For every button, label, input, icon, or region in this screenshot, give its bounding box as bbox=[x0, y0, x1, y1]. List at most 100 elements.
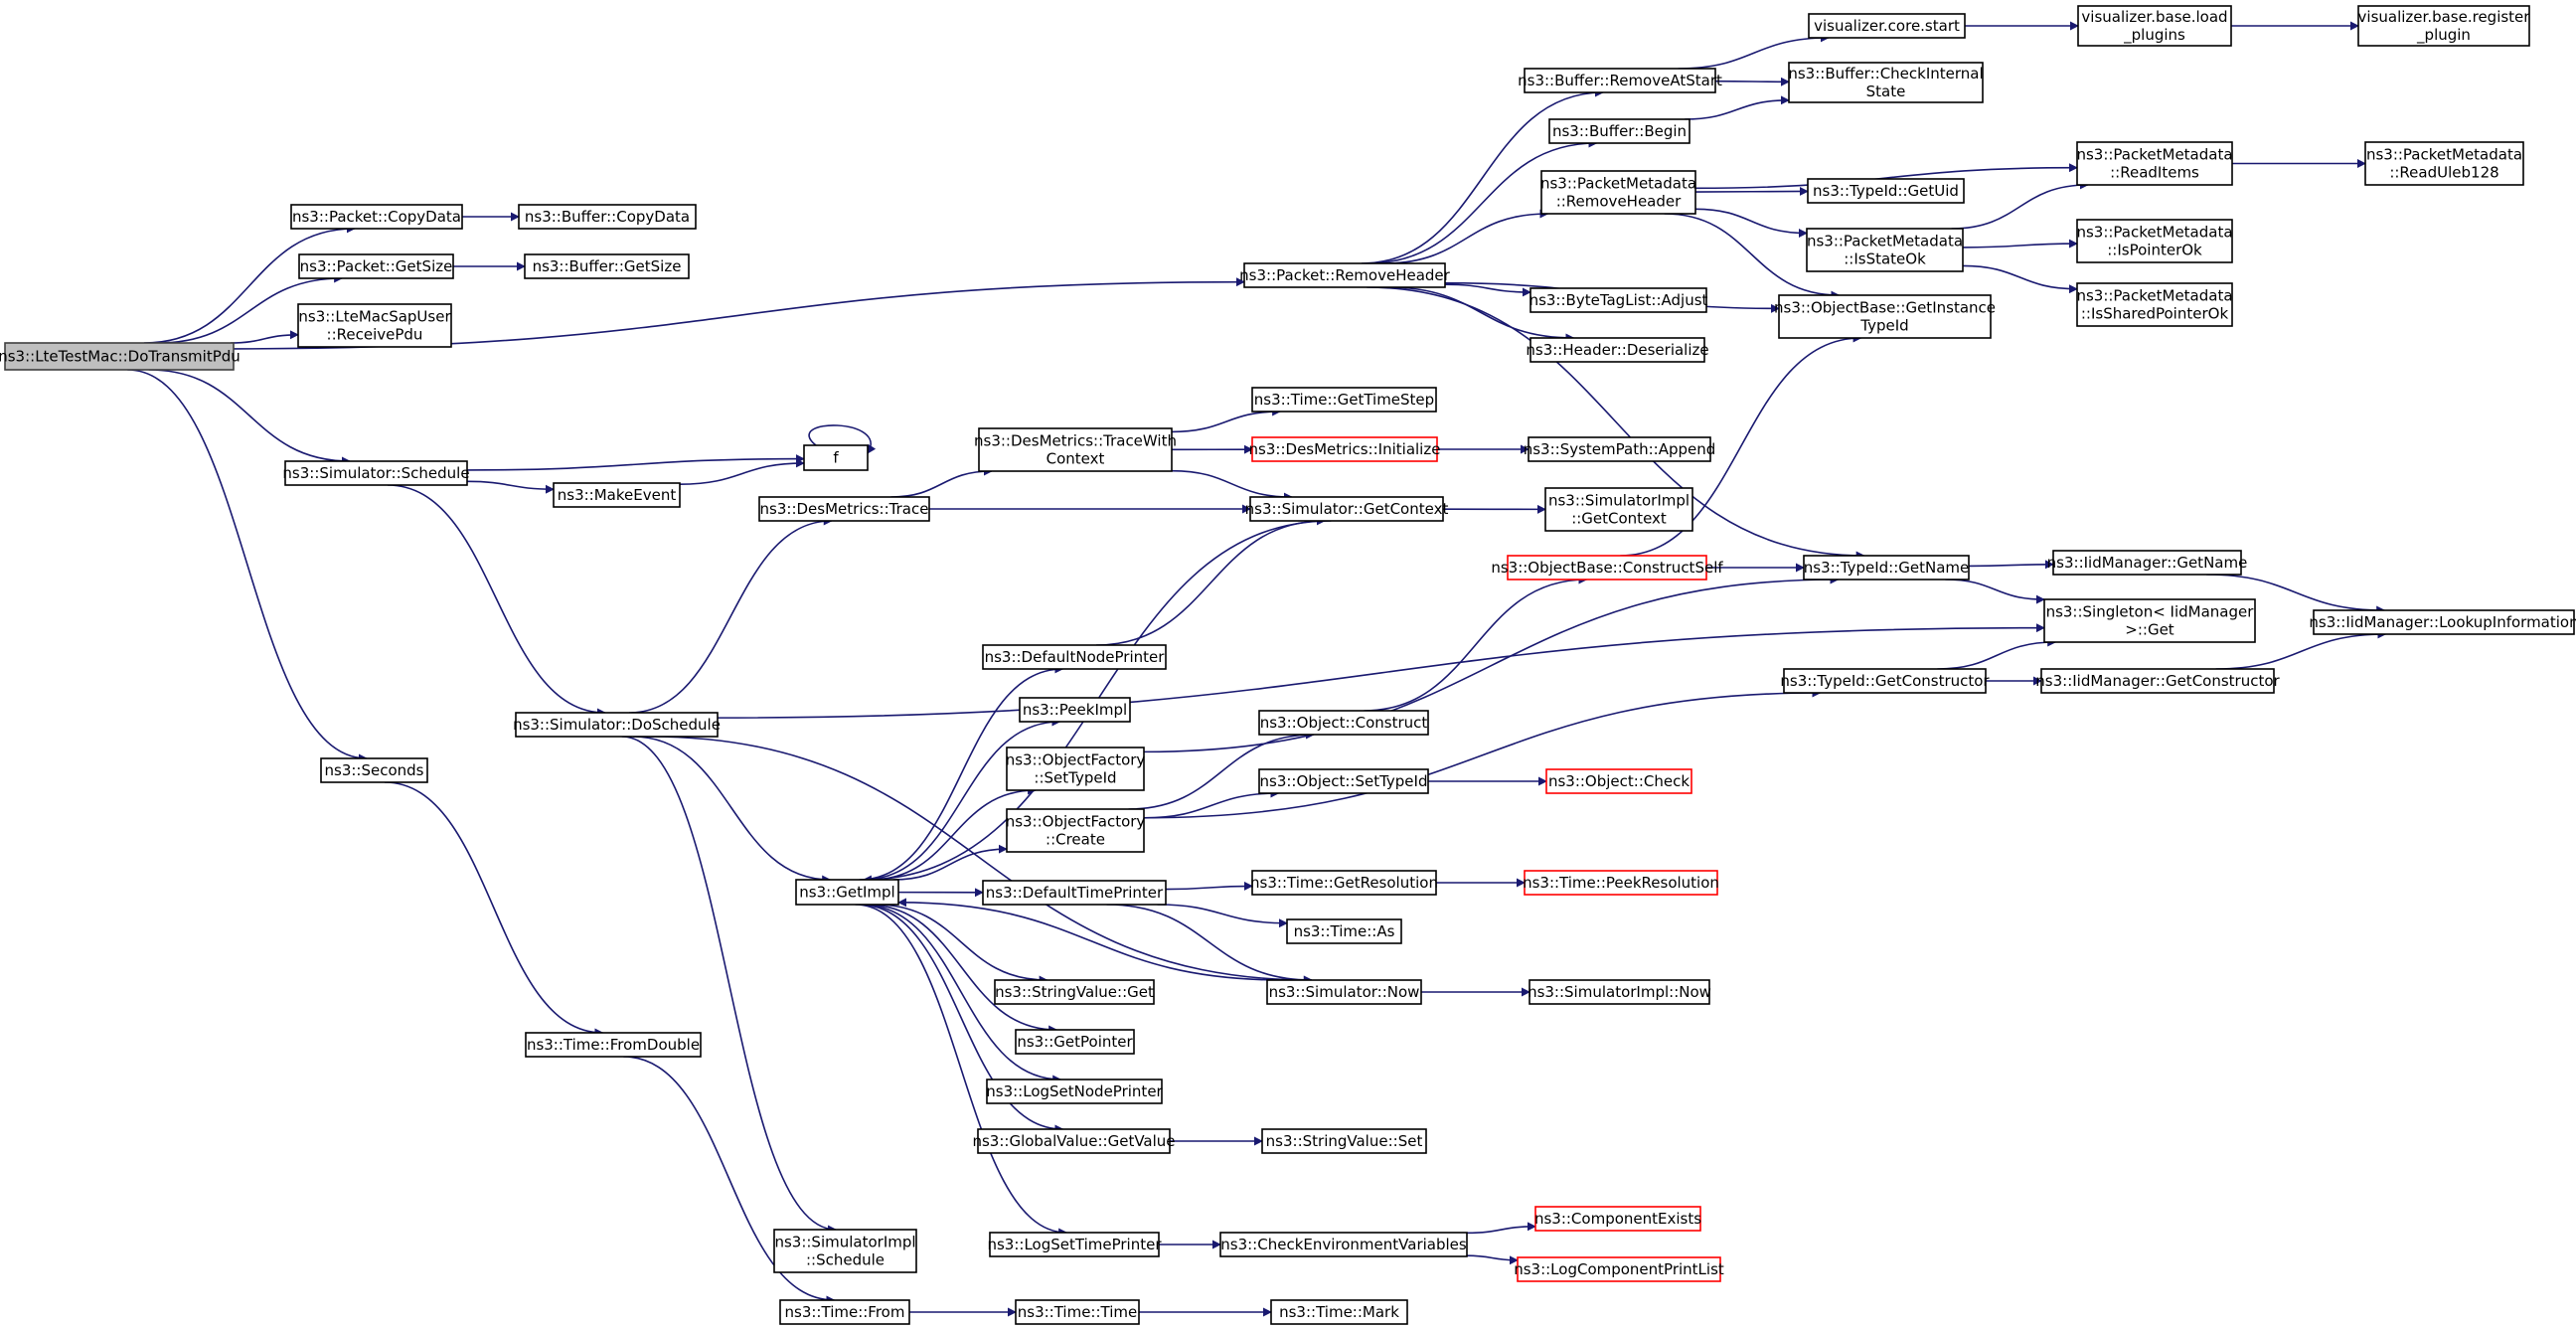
node-root[interactable]: ns3::LteTestMac::DoTransmitPdu bbox=[0, 342, 241, 371]
node-pm-ispointerok[interactable]: ns3::PacketMetadata::IsPointerOk bbox=[2076, 219, 2233, 263]
node-logsettimeprinter[interactable]: ns3::LogSetTimePrinter bbox=[987, 1232, 1162, 1257]
node-iid-lookup[interactable]: ns3::IidManager::LookupInformation bbox=[2309, 609, 2576, 635]
node-buf-copydata[interactable]: ns3::Buffer::CopyData bbox=[518, 204, 697, 230]
node-label: TypeId bbox=[1859, 317, 1908, 335]
node-label: visualizer.base.register bbox=[2358, 8, 2531, 26]
node-defnodeprinter[interactable]: ns3::DefaultNodePrinter bbox=[982, 644, 1167, 670]
node-seconds[interactable]: ns3::Seconds bbox=[320, 757, 428, 783]
node-logcompprintlist[interactable]: ns3::LogComponentPrintList bbox=[1514, 1256, 1724, 1282]
node-sim-doschedule[interactable]: ns3::Simulator::DoSchedule bbox=[513, 712, 721, 738]
node-getimpl[interactable]: ns3::GetImpl bbox=[795, 879, 899, 906]
node-pm-removeheader[interactable]: ns3::PacketMetadata::RemoveHeader bbox=[1540, 170, 1696, 215]
node-objfac-settypeid[interactable]: ns3::ObjectFactory::SetTypeId bbox=[1006, 747, 1146, 791]
node-label: ns3::Simulator::GetContext bbox=[1245, 500, 1449, 518]
edge-getimpl-to-getpointer bbox=[866, 904, 1058, 1035]
node-typeid-getname[interactable]: ns3::TypeId::GetName bbox=[1803, 555, 1970, 581]
node-buf-begin[interactable]: ns3::Buffer::Begin bbox=[1548, 118, 1690, 144]
node-pm-issharedpointerok[interactable]: ns3::PacketMetadata::IsSharedPointerOk bbox=[2076, 282, 2233, 327]
node-peekimpl[interactable]: ns3::PeekImpl bbox=[1019, 697, 1131, 723]
node-obj-check[interactable]: ns3::Object::Check bbox=[1545, 768, 1692, 794]
node-iid-getname[interactable]: ns3::IidManager::GetName bbox=[2047, 550, 2248, 576]
node-time-time[interactable]: ns3::Time::Time bbox=[1015, 1299, 1140, 1325]
node-pkt-copydata[interactable]: ns3::Packet::CopyData bbox=[290, 204, 463, 230]
node-label: ns3::Buffer::CheckInternal bbox=[1788, 65, 1983, 83]
node-simimpl-schedule[interactable]: ns3::SimulatorImpl::Schedule bbox=[773, 1229, 917, 1273]
node-desm-trace[interactable]: ns3::DesMetrics::Trace bbox=[758, 496, 930, 522]
node-label: >::Get bbox=[2125, 621, 2174, 639]
node-time-gettimestep[interactable]: ns3::Time::GetTimeStep bbox=[1251, 387, 1437, 413]
node-viz-base-register[interactable]: visualizer.base.register_plugin bbox=[2357, 5, 2531, 47]
edge-sim-doschedule-to-sim-now bbox=[649, 736, 1313, 985]
node-deftimeprinter[interactable]: ns3::DefaultTimePrinter bbox=[982, 880, 1167, 906]
node-pm-isstateok[interactable]: ns3::PacketMetadata::IsStateOk bbox=[1806, 228, 1964, 272]
node-iid-getconstructor[interactable]: ns3::IidManager::GetConstructor bbox=[2035, 668, 2281, 694]
edge-root-to-pkt-getsize bbox=[157, 273, 344, 344]
node-box bbox=[1015, 1029, 1135, 1055]
node-pkt-removeheader[interactable]: ns3::Packet::RemoveHeader bbox=[1239, 262, 1451, 288]
node-makeevent[interactable]: ns3::MakeEvent bbox=[553, 482, 681, 508]
node-strval-get[interactable]: ns3::StringValue::Get bbox=[994, 979, 1155, 1005]
node-viz-core-start[interactable]: visualizer.core.start bbox=[1808, 13, 1966, 39]
edge-pkt-removeheader-to-buf-removeatstart bbox=[1361, 87, 1604, 264]
node-box bbox=[2357, 5, 2530, 47]
node-pkt-getsize[interactable]: ns3::Packet::GetSize bbox=[298, 253, 454, 279]
node-simimpl-getcontext[interactable]: ns3::SimulatorImpl::GetContext bbox=[1544, 487, 1693, 532]
node-label: ns3::Time::GetResolution bbox=[1250, 874, 1438, 892]
node-desm-init[interactable]: ns3::DesMetrics::Initialize bbox=[1249, 436, 1441, 462]
node-label: ns3::SystemPath::Append bbox=[1524, 440, 1716, 458]
node-header-deserialize[interactable]: ns3::Header::Deserialize bbox=[1526, 337, 1709, 363]
node-time-from[interactable]: ns3::Time::From bbox=[779, 1299, 910, 1325]
node-typeid-getuid[interactable]: ns3::TypeId::GetUid bbox=[1807, 178, 1965, 204]
node-buf-getsize[interactable]: ns3::Buffer::GetSize bbox=[524, 253, 690, 279]
node-typeid-getconstructor[interactable]: ns3::TypeId::GetConstructor bbox=[1780, 668, 1990, 694]
node-label: ns3::LteTestMac::DoTransmitPdu bbox=[0, 348, 241, 366]
node-label: _plugin bbox=[2416, 26, 2471, 45]
node-singleton-get[interactable]: ns3::Singleton< IidManager>::Get bbox=[2043, 598, 2256, 643]
node-time-mark[interactable]: ns3::Time::Mark bbox=[1270, 1299, 1408, 1325]
node-box bbox=[518, 204, 697, 230]
node-obj-construct[interactable]: ns3::Object::Construct bbox=[1258, 710, 1429, 736]
node-box bbox=[773, 1229, 917, 1273]
node-label: ::IsPointerOk bbox=[2107, 242, 2202, 259]
node-label: ns3::IidManager::LookupInformation bbox=[2309, 613, 2576, 631]
node-label: ns3::PeekImpl bbox=[1023, 701, 1127, 719]
node-ltemac-receive[interactable]: ns3::LteMacSapUser::ReceivePdu bbox=[297, 303, 452, 348]
node-label: ns3::Time::FromDouble bbox=[527, 1036, 700, 1054]
node-time-peekresolution[interactable]: ns3::Time::PeekResolution bbox=[1523, 870, 1719, 896]
node-sim-schedule[interactable]: ns3::Simulator::Schedule bbox=[282, 460, 470, 486]
node-objfac-create[interactable]: ns3::ObjectFactory::Create bbox=[1006, 808, 1146, 853]
node-compexists[interactable]: ns3::ComponentExists bbox=[1534, 1206, 1701, 1232]
edge-pm-isstateok-to-pm-issharedpointerok bbox=[1962, 264, 2078, 294]
node-getpointer[interactable]: ns3::GetPointer bbox=[1015, 1029, 1135, 1055]
node-pm-readitems[interactable]: ns3::PacketMetadata::ReadItems bbox=[2076, 141, 2233, 186]
node-time-fromdouble[interactable]: ns3::Time::FromDouble bbox=[525, 1032, 702, 1058]
node-label: ns3::Packet::RemoveHeader bbox=[1239, 266, 1450, 284]
node-globalval-getvalue[interactable]: ns3::GlobalValue::GetValue bbox=[972, 1128, 1176, 1154]
node-box bbox=[982, 880, 1167, 906]
node-time-getresolution[interactable]: ns3::Time::GetResolution bbox=[1250, 870, 1438, 896]
node-logsetnodeprinter[interactable]: ns3::LogSetNodePrinter bbox=[986, 1079, 1164, 1104]
node-box bbox=[1019, 697, 1131, 723]
node-strval-set[interactable]: ns3::StringValue::Set bbox=[1261, 1128, 1427, 1154]
node-time-as[interactable]: ns3::Time::As bbox=[1286, 918, 1402, 944]
node-label: ns3::GetPointer bbox=[1017, 1033, 1133, 1051]
node-checkenv[interactable]: ns3::CheckEnvironmentVariables bbox=[1219, 1232, 1468, 1257]
node-viz-base-load[interactable]: visualizer.base.load_plugins bbox=[2077, 5, 2232, 47]
node-label: ns3::GlobalValue::GetValue bbox=[972, 1132, 1175, 1150]
node-pm-readuleb[interactable]: ns3::PacketMetadata::ReadUleb128 bbox=[2364, 141, 2524, 186]
node-bytetaglist-adjust[interactable]: ns3::ByteTagList::Adjust bbox=[1530, 287, 1708, 313]
node-objbase-constructself[interactable]: ns3::ObjectBase::ConstructSelf bbox=[1491, 555, 1723, 581]
node-sim-getcontext[interactable]: ns3::Simulator::GetContext bbox=[1245, 496, 1449, 522]
edge-pkt-removeheader-to-bytetaglist-adjust bbox=[1444, 283, 1531, 297]
node-simimpl-now[interactable]: ns3::SimulatorImpl::Now bbox=[1528, 979, 1711, 1005]
node-label: ns3::LogSetNodePrinter bbox=[986, 1082, 1163, 1100]
node-syspath-append[interactable]: ns3::SystemPath::Append bbox=[1524, 436, 1716, 462]
node-buf-removeatstart[interactable]: ns3::Buffer::RemoveAtStart bbox=[1518, 68, 1722, 93]
node-obj-settypeid[interactable]: ns3::Object::SetTypeId bbox=[1258, 768, 1429, 794]
node-label: ::SetTypeId bbox=[1034, 769, 1116, 787]
node-sim-now[interactable]: ns3::Simulator::Now bbox=[1266, 979, 1422, 1005]
node-f[interactable]: f bbox=[803, 444, 869, 471]
